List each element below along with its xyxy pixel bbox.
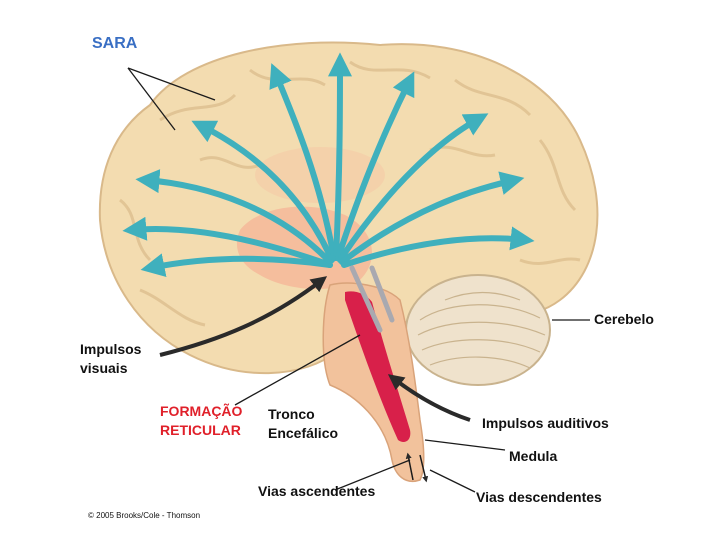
impulsos-visuais-label: Impulsos visuais bbox=[80, 340, 141, 378]
formacao-reticular-line-2: RETICULAR bbox=[160, 422, 241, 438]
impulsos-visuais-line-1: Impulsos bbox=[80, 341, 142, 357]
tronco-encefalico-line-1: Tronco bbox=[268, 406, 315, 422]
impulsos-visuais-line-2: visuais bbox=[80, 360, 128, 376]
leader-lines bbox=[127, 67, 590, 493]
sara-arrows bbox=[122, 52, 535, 277]
visual-impulse-arrow bbox=[159, 276, 328, 357]
vias-descendentes-label: Vias descendentes bbox=[476, 489, 602, 505]
spinal-tract-arrows bbox=[405, 452, 429, 483]
reticular-formation bbox=[345, 291, 411, 442]
copyright-text: © 2005 Brooks/Cole - Thomson bbox=[88, 511, 201, 520]
auditory-impulse-arrow bbox=[387, 374, 471, 422]
cerebelo-label: Cerebelo bbox=[594, 311, 654, 327]
vias-ascendentes-label: Vias ascendentes bbox=[258, 483, 376, 499]
ascending-arrows bbox=[349, 265, 395, 333]
medula-label: Medula bbox=[509, 448, 558, 464]
cerebellum-folia bbox=[417, 291, 546, 369]
tronco-encefalico-label: Tronco Encefálico bbox=[268, 405, 338, 443]
sara-label: SARA bbox=[92, 35, 138, 52]
formacao-reticular-label: FORMAÇÃO RETICULAR bbox=[160, 402, 242, 440]
formacao-reticular-line-1: FORMAÇÃO bbox=[160, 403, 243, 419]
impulsos-auditivos-label: Impulsos auditivos bbox=[482, 415, 609, 431]
tronco-encefalico-line-2: Encefálico bbox=[268, 425, 339, 441]
